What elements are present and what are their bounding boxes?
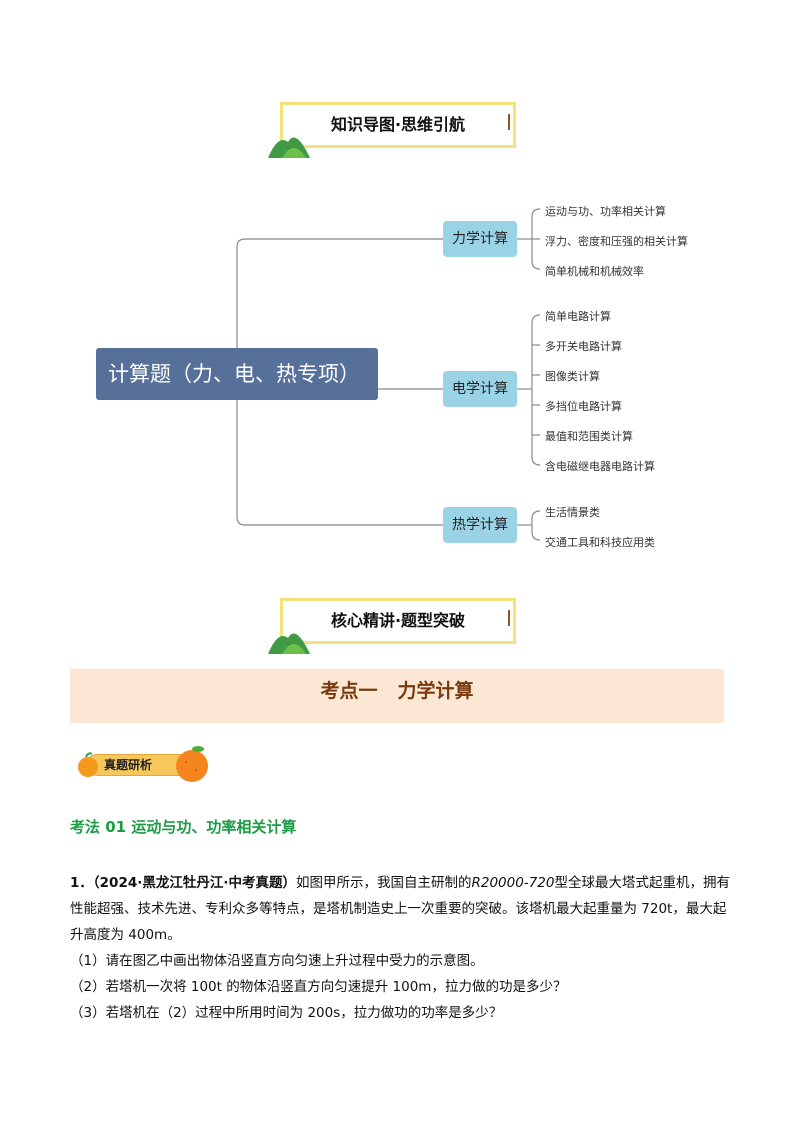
leaf: 浮力、密度和压强的相关计算: [545, 235, 688, 248]
hill-icon: [268, 633, 310, 654]
leaf: 生活情景类: [545, 506, 600, 519]
banner-frame: [280, 598, 516, 644]
leaf: 图像类计算: [545, 370, 600, 383]
hill-icon: [268, 137, 310, 158]
leaf: 多挡位电路计算: [545, 400, 622, 413]
banner-title: 核心精讲·题型突破: [330, 611, 466, 630]
mind-map-connectors: [236, 208, 541, 541]
branch-mechanics: 力学计算: [443, 221, 517, 257]
section-banner-core: 核心精讲·题型突破: [268, 598, 524, 656]
banner-tick: [508, 114, 510, 130]
banner-frame: [280, 102, 516, 148]
badge-label: 真题研析: [104, 758, 153, 772]
leaf: 简单机械和机械效率: [545, 265, 644, 278]
banner-title: 知识导图·思维引航: [330, 115, 466, 134]
orange-icon: [78, 746, 208, 782]
mind-map-root: 计算题（力、电、热专项）: [96, 348, 378, 400]
leaf: 简单电路计算: [545, 310, 611, 323]
kaodian-title: 力学计算: [397, 680, 474, 702]
question-model: R20000-720: [471, 875, 555, 891]
leaf: 交通工具和科技应用类: [545, 536, 655, 549]
kaodian-header: 考点一力学计算: [70, 669, 724, 723]
question-number: 1．: [70, 875, 93, 891]
question-intro2: 型全球最大塔式起重机，拥有性能超强、技术先进、专利众多等特点，是塔机制造史上一次…: [70, 875, 730, 943]
question-stem: 1．（2024·黑龙江牡丹江·中考真题）如图甲所示，我国自主研制的R20000-…: [70, 870, 730, 948]
leaf: 含电磁继电器电路计算: [545, 460, 655, 473]
question-part: （2）若塔机一次将 100t 的物体沿竖直方向匀速提升 100m，拉力做的功是多…: [70, 979, 567, 995]
zhenti-badge: 真题研析: [74, 744, 214, 784]
kaodian-number: 考点一: [320, 680, 378, 702]
section-banner-mindmap: 知识导图·思维引航: [268, 102, 524, 160]
banner-tick: [508, 610, 510, 626]
question-source: （2024·黑龙江牡丹江·中考真题）: [92, 875, 296, 891]
method-title: 考法 01 运动与功、功率相关计算: [70, 818, 297, 836]
leaf: 最值和范围类计算: [545, 430, 633, 443]
question-part: （3）若塔机在（2）过程中所用时间为 200s，拉力做功的功率是多少？: [70, 1005, 503, 1021]
question-intro: 如图甲所示，我国自主研制的: [296, 875, 472, 891]
question-1: 1．（2024·黑龙江牡丹江·中考真题）如图甲所示，我国自主研制的R20000-…: [70, 870, 730, 1026]
branch-electricity: 电学计算: [443, 371, 517, 407]
leaf: 多开关电路计算: [545, 340, 622, 353]
mind-map: 计算题（力、电、热专项） 力学计算 运动与功、功率相关计算 浮力、密度和压强的相…: [0, 195, 794, 565]
leaf: 运动与功、功率相关计算: [545, 205, 666, 218]
question-part: （1）请在图乙中画出物体沿竖直方向匀速上升过程中受力的示意图。: [70, 953, 484, 969]
branch-heat: 热学计算: [443, 507, 517, 543]
